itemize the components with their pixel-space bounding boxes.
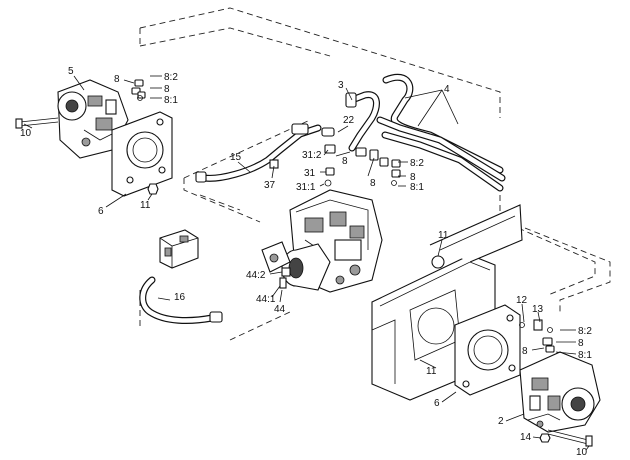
- callout-22: 22: [343, 115, 355, 126]
- bolt-10-left: [15, 117, 59, 129]
- left-plate-6: [111, 111, 173, 197]
- callout-13: 13: [532, 304, 544, 315]
- callout-31: 31: [304, 168, 316, 179]
- left-pump-5: [57, 79, 129, 159]
- callout-10: 10: [20, 128, 32, 139]
- nut-14: [539, 433, 551, 443]
- callout-14: 14: [520, 432, 532, 443]
- callout-5: 5: [68, 66, 74, 77]
- right-pump-2: [519, 351, 601, 433]
- callout-labels: 5 8 8:2 8 8:1 10 6 11 3 4 22 15 31:2 8 8…: [20, 66, 592, 458]
- nut-11-left: [147, 183, 159, 195]
- callout-8: 8: [370, 178, 376, 189]
- valve-block: [159, 229, 199, 269]
- leader-lines: [23, 75, 590, 451]
- hose-15: [195, 123, 335, 183]
- callout-11: 11: [426, 366, 437, 377]
- callout-11: 11: [438, 230, 449, 241]
- callout-3: 3: [338, 80, 344, 91]
- hose-assembly-4: [376, 74, 506, 192]
- callout-10: 10: [576, 447, 588, 458]
- bolt-10-right: [547, 429, 593, 447]
- callout-2: 2: [498, 416, 504, 427]
- callout-8: 8: [522, 346, 528, 357]
- callout-8-1: 8:1: [410, 182, 424, 193]
- callout-8-1: 8:1: [164, 95, 178, 106]
- callout-8-2: 8:2: [164, 72, 178, 83]
- callout-8: 8: [164, 84, 170, 95]
- callout-31-1: 31:1: [296, 182, 316, 193]
- callout-44-2: 44:2: [246, 270, 266, 281]
- callout-8: 8: [578, 338, 584, 349]
- callout-37: 37: [264, 180, 276, 191]
- callout-15: 15: [230, 152, 242, 163]
- callout-11: 11: [140, 200, 151, 211]
- left-fittings: [131, 79, 146, 101]
- callout-44-1: 44:1: [256, 294, 276, 305]
- callout-16: 16: [174, 292, 186, 303]
- callout-8-1: 8:1: [578, 350, 592, 361]
- callout-8-2: 8:2: [578, 326, 592, 337]
- hose-3: [345, 91, 380, 152]
- right-fittings: [519, 319, 555, 353]
- central-pump-assembly: [261, 189, 383, 293]
- callout-44: 44: [274, 304, 286, 315]
- callout-31-2: 31:2: [302, 150, 322, 161]
- callout-12: 12: [516, 295, 528, 306]
- callout-8-2: 8:2: [410, 158, 424, 169]
- callout-8: 8: [410, 172, 416, 183]
- callout-4: 4: [444, 84, 450, 95]
- callout-8: 8: [114, 74, 120, 85]
- frame-outline: [139, 7, 611, 341]
- callout-6: 6: [434, 398, 440, 409]
- hose-16: [139, 276, 223, 324]
- callout-6: 6: [98, 206, 104, 217]
- callout-8: 8: [342, 156, 348, 167]
